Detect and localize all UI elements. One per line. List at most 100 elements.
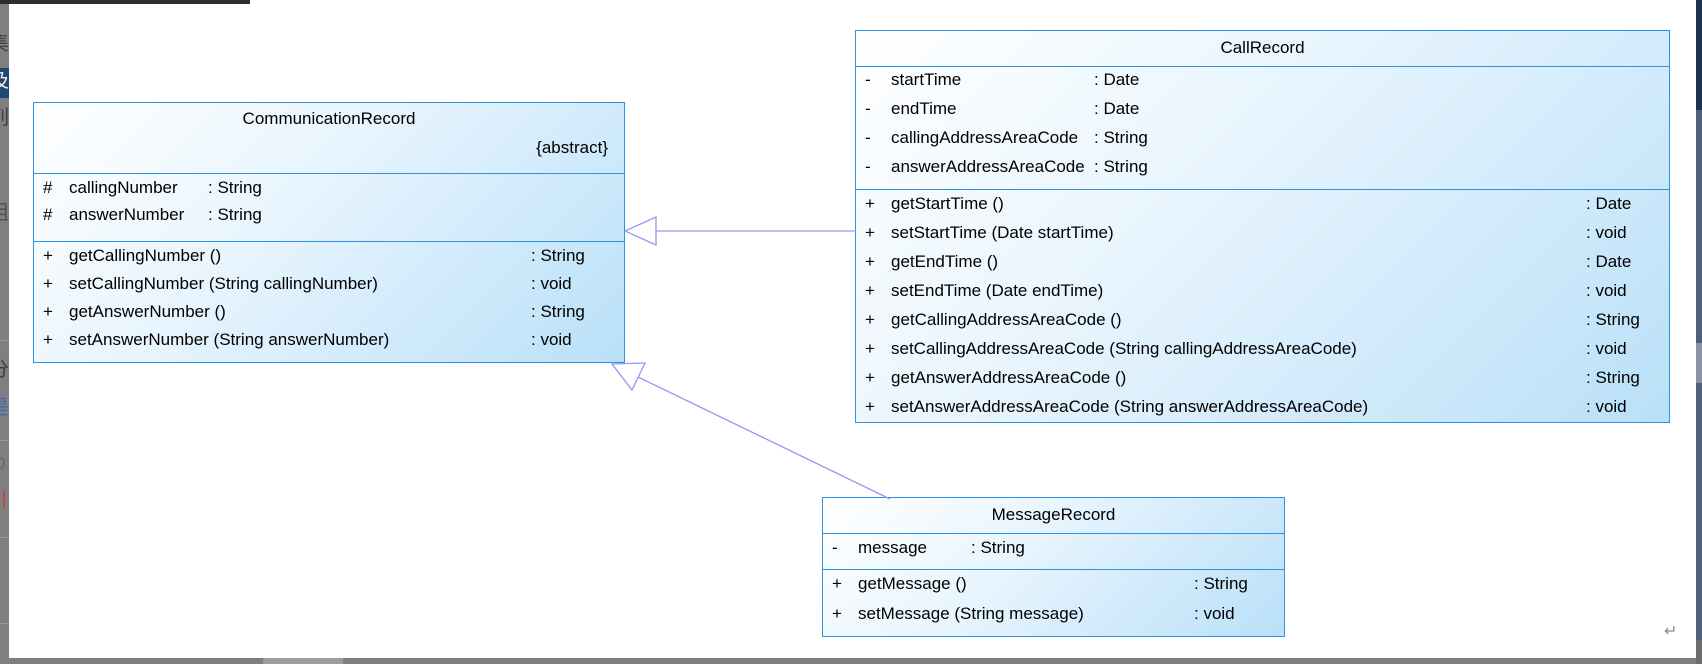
edge-fragment-char: 列	[0, 108, 9, 128]
visibility-symbol: -	[865, 99, 871, 118]
method-return-type: : String	[1194, 574, 1248, 593]
edge-fragment-char: ↵	[1664, 623, 1678, 640]
attribute-type: : String	[208, 205, 262, 224]
method-row: + getMessage () : String	[823, 574, 1284, 604]
visibility-symbol: -	[865, 70, 871, 89]
method-name: getEndTime ()	[891, 252, 999, 271]
method-row: + getCallingNumber () : String	[34, 246, 624, 274]
method-return-type: : void	[1586, 339, 1627, 358]
method-name: getAnswerNumber ()	[69, 302, 226, 321]
visibility-symbol: -	[865, 128, 871, 147]
class-title: MessageRecord	[991, 505, 1116, 524]
method-return-type: : void	[1194, 604, 1235, 623]
edge-fragment-char: 组	[0, 203, 9, 223]
visibility-symbol: +	[865, 281, 875, 300]
edge-fragment-rect	[0, 623, 9, 624]
visibility-symbol: +	[865, 368, 875, 387]
method-return-type: : void	[531, 330, 572, 349]
method-row: + setCallingNumber (String callingNumber)…	[34, 274, 624, 302]
attribute-type: : String	[208, 178, 262, 197]
attributes-compartment: # callingNumber : String #answerNumber: St…	[34, 173, 624, 241]
method-name: setCallingNumber (String callingNumber)	[69, 274, 378, 293]
visibility-symbol: -	[865, 157, 871, 176]
hollow-triangle-arrowhead	[610, 362, 647, 392]
attribute-type: : Date	[1094, 70, 1140, 89]
visibility-symbol: +	[43, 302, 53, 321]
attribute-name: callingAddressAreaCode	[891, 128, 1079, 147]
visibility-symbol: +	[43, 246, 53, 265]
edge-fragment-rect	[0, 340, 9, 341]
edge-fragment-rect	[0, 68, 9, 98]
visibility-symbol: +	[832, 604, 842, 623]
hollow-triangle-arrowhead	[623, 215, 657, 247]
visibility-symbol: +	[865, 252, 875, 271]
method-return-type: : void	[1586, 223, 1627, 242]
attribute-type: : String	[1094, 128, 1148, 147]
visibility-symbol: +	[865, 310, 875, 329]
visibility-symbol: -	[832, 538, 838, 557]
method-row: +setAnswerNumber (String answerNumber): …	[34, 330, 624, 358]
method-name: setAnswerNumber (String answerNumber)	[69, 330, 390, 349]
edge-fragment-rect	[3, 491, 5, 508]
visibility-symbol: #	[43, 205, 53, 224]
edge-fragment-char: 0	[0, 454, 6, 473]
method-name: getMessage ()	[858, 574, 967, 593]
method-name: getStartTime ()	[891, 194, 1004, 213]
edge-fragment-rect	[1696, 640, 1702, 664]
method-row: +setEndTime (Date endTime): void	[856, 281, 1669, 310]
visibility-symbol: +	[865, 397, 875, 416]
attribute-row: - message : String	[823, 538, 1284, 567]
attribute-row: #answerNumber: String	[34, 205, 624, 232]
method-row: + getCallingAddressAreaCode () : String	[856, 310, 1669, 339]
class-callrecord: CallRecord -startTime: Date -endTime: Da…	[855, 30, 1670, 423]
edge-fragment-rect	[1696, 0, 1702, 110]
edge-fragment-rect	[1696, 110, 1702, 343]
method-return-type: : Date	[1586, 252, 1632, 271]
class-header: CommunicationRecord {abstract}	[34, 103, 624, 173]
class-header: MessageRecord	[823, 498, 1284, 533]
method-row: +setStartTime (Date startTime): void	[856, 223, 1669, 252]
attribute-row: - endTime : Date	[856, 99, 1669, 128]
method-return-type: : void	[531, 274, 572, 293]
method-row: +setCallingAddressAreaCode (String calli…	[856, 339, 1669, 368]
attribute-row: - callingAddressAreaCode : String	[856, 128, 1669, 157]
class-communicationrecord: CommunicationRecord {abstract} # callingN…	[33, 102, 625, 363]
attribute-name: endTime	[891, 99, 957, 118]
attribute-row: -answerAddressAreaCode: String	[856, 157, 1669, 186]
method-return-type: : void	[1586, 281, 1627, 300]
class-title: CommunicationRecord	[242, 109, 416, 128]
visibility-symbol: #	[43, 178, 53, 197]
attribute-name: answerAddressAreaCode	[891, 157, 1085, 176]
edge-fragment-rect	[0, 658, 1702, 664]
method-name: getCallingNumber ()	[69, 246, 222, 265]
attributes-compartment: - message : String	[823, 533, 1284, 569]
method-name: setMessage (String message)	[858, 604, 1084, 623]
method-row: + setMessage (String message) : void	[823, 604, 1284, 634]
edge-fragment-rect	[1696, 383, 1702, 640]
abstract-stereotype: {abstract}	[536, 138, 608, 157]
edge-fragment-rect	[0, 0, 250, 4]
method-return-type: : String	[531, 246, 585, 265]
attribute-type: : Date	[1094, 99, 1140, 118]
method-row: + getEndTime () : Date	[856, 252, 1669, 281]
methods-compartment: + getCallingNumber () : String + setCalling…	[34, 241, 624, 362]
method-return-type: : String	[531, 302, 585, 321]
edge-fragment-char: 集	[0, 34, 9, 54]
attribute-name: message	[858, 538, 927, 557]
method-return-type: : String	[1586, 310, 1640, 329]
attribute-type: : String	[971, 538, 1025, 557]
visibility-symbol: +	[865, 339, 875, 358]
method-name: setAnswerAddressAreaCode (String answerA…	[891, 397, 1369, 416]
attributes-compartment: -startTime: Date -endTime: Date -calling…	[856, 66, 1669, 189]
method-row: +getStartTime (): Date	[856, 194, 1669, 223]
attribute-name: callingNumber	[69, 178, 178, 197]
methods-compartment: +getStartTime (): Date +setStartTime (Da…	[856, 189, 1669, 422]
edge-fragment-char: 是	[0, 398, 9, 418]
attribute-row: # callingNumber : String	[34, 178, 624, 205]
method-name: getCallingAddressAreaCode ()	[891, 310, 1122, 329]
edge-fragment-char: 及	[0, 72, 9, 91]
visibility-symbol: +	[832, 574, 842, 593]
generalization-line	[637, 376, 891, 500]
visibility-symbol: +	[43, 274, 53, 293]
